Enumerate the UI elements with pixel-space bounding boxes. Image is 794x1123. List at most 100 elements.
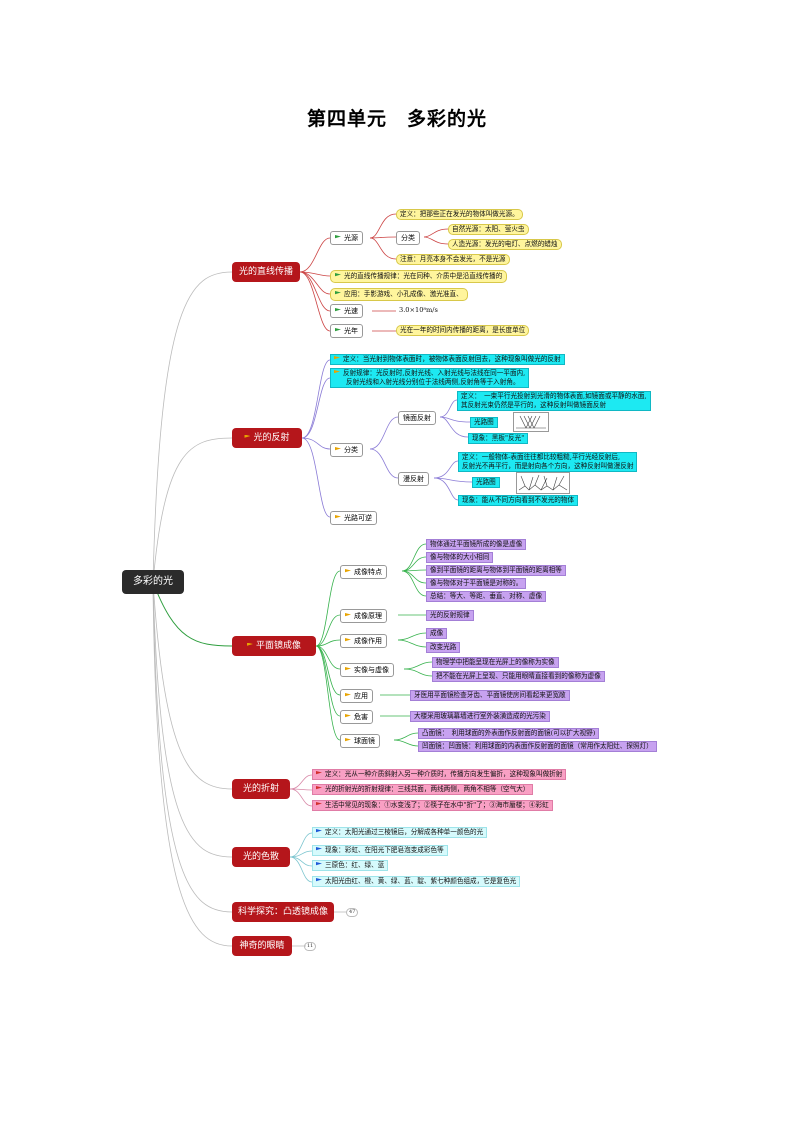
- feature-3: 像到平面镜的距离与物体到平面镜的距离相等: [426, 565, 566, 576]
- flag-icon: [335, 308, 341, 312]
- flag-icon: [244, 434, 251, 438]
- dispersion-definition: 定义：太阳光通过三棱镜后，分解成各种单一颜色的光: [312, 827, 488, 838]
- node-reversible-path-label: 光路可逆: [344, 514, 372, 522]
- specular-definition-line1: 定义： 一束平行光投射到光滑的物体表面,如镜面或平静的水面,: [461, 392, 647, 400]
- specular-reflection-diagram: [513, 412, 549, 432]
- node-real-virtual: 实像与虚像: [340, 663, 394, 677]
- page-title: 第四单元 多彩的光: [306, 108, 487, 130]
- flag-icon: [246, 642, 253, 646]
- feature-2: 像与物体的大小相同: [426, 552, 494, 563]
- refraction-definition-text: 定义：光从一种介质斜射入另一种介质时，传播方向发生偏折，这种现象叫做折射: [325, 770, 563, 778]
- node-light-source: 光源: [330, 231, 363, 245]
- refraction-law: 光的折射光的折射规律：三线共面，两线两侧，两角不相等（空气大）: [312, 784, 534, 795]
- specular-definition-line2: 其反射光束仍然是平行的，这种反射叫做镜面反射: [461, 401, 607, 409]
- collapsed-count-badge[interactable]: 47: [346, 908, 359, 917]
- node-image-principle: 成像原理: [340, 609, 387, 623]
- flag-icon: [316, 847, 322, 851]
- node-image-features-label: 成像特点: [354, 568, 382, 576]
- node-real-virtual-label: 实像与虚像: [354, 666, 389, 674]
- flag-icon: [335, 447, 341, 451]
- natural-light-source: 自然光源：太阳、萤火虫: [448, 224, 529, 235]
- diffuse-definition-line2: 反射光不再平行，而是射向各个方向，这种反射叫做漫反射: [462, 462, 634, 470]
- virtual-image-definition: 把不能在光屏上呈现、只能用眼睛直接看到的像称为虚像: [432, 671, 605, 682]
- node-image-features: 成像特点: [340, 565, 387, 579]
- node-mirror-application-label: 应用: [354, 692, 368, 700]
- flag-icon: [316, 771, 322, 775]
- reflection-law-line1: 反射规律：光反射时,反射光线、入射光线与法线在同一平面内,: [334, 369, 525, 378]
- branch-reflection-label: 光的反射: [253, 433, 290, 443]
- light-source-definition: 定义：把那些正在发光的物体叫做光源。: [396, 209, 523, 220]
- flag-icon: [316, 862, 322, 866]
- sunlight-composition: 太阳光由红、橙、黄、绿、蓝、靛、紫七种颜色组成，它是复色光: [312, 876, 521, 887]
- flag-icon: [345, 638, 351, 642]
- diffuse-definition: 定义：一般物体-表面往往都比较粗糙,平行光经反射后, 反射光不再平行，而是射向各…: [458, 452, 638, 472]
- node-spherical-mirror-label: 球面镜: [354, 737, 375, 745]
- reflection-law-line2: 反射光线和入射光线分别位于法线两侧,反射角等于入射角。: [346, 378, 520, 386]
- propagation-law: 光的直线传播规律：光在同种、介质中是沿直线传播的: [330, 270, 508, 283]
- primary-colors: 三原色：红、绿、蓝: [312, 860, 389, 871]
- diffuse-diagram-label: 光路图: [472, 477, 500, 488]
- effect-imaging: 成像: [426, 628, 448, 639]
- node-light-speed: 光速: [330, 304, 363, 318]
- dispersion-phenomenon-text: 现象：彩虹、在阳光下肥皂泡变成彩色等: [325, 846, 444, 854]
- branch-magic-eye: 神奇的眼睛: [232, 936, 292, 956]
- flag-icon: [316, 786, 322, 790]
- diffuse-phenomenon: 现象：能从不同方向看到不发光的物体: [458, 495, 579, 506]
- flag-icon: [335, 291, 341, 295]
- flag-icon: [345, 613, 351, 617]
- specular-diagram-label: 光路图: [470, 417, 498, 428]
- propagation-application: 应用：手影游戏、小孔成像、激光准直、: [330, 288, 468, 301]
- node-reflection-classify: 分类: [330, 443, 363, 457]
- flag-icon: [334, 356, 340, 360]
- flag-icon: [316, 878, 322, 882]
- branch-reflection: 光的反射: [232, 428, 302, 448]
- moon-note: 注意：月亮本身不会发光，不是光源: [396, 254, 510, 265]
- branch-dispersion: 光的色散: [232, 847, 290, 867]
- node-source-classify: 分类: [396, 231, 420, 245]
- node-mirror-application: 应用: [340, 689, 373, 703]
- propagation-application-text: 应用：手影游戏、小孔成像、激光准直、: [344, 290, 463, 298]
- node-light-speed-label: 光速: [344, 307, 358, 315]
- feature-4: 像与物体对于平面镜是对称的。: [426, 578, 527, 589]
- flag-icon: [335, 273, 341, 277]
- node-diffuse-reflection: 漫反射: [398, 472, 429, 486]
- refraction-life-examples: 生活中常见的现象：①水变浅了；②筷子在水中"折"了；③海市蜃楼；④彩虹: [312, 800, 553, 811]
- branch-convex-lens-inquiry: 科学探究：凸透镜成像: [232, 902, 334, 922]
- flag-icon: [345, 714, 351, 718]
- specular-phenomenon: 现象：黑板"反光": [468, 433, 529, 444]
- application-value: 牙医用平面镜检查牙齿、平面镜使房间看起来更宽敞: [410, 690, 570, 701]
- branch-refraction: 光的折射: [232, 779, 290, 799]
- collapsed-count-badge[interactable]: 11: [304, 942, 317, 951]
- flag-icon: [345, 667, 351, 671]
- diffuse-reflection-diagram: [516, 472, 570, 494]
- flag-icon: [316, 829, 322, 833]
- reflection-law-line1-text: 反射规律：光反射时,反射光线、入射光线与法线在同一平面内,: [343, 369, 526, 377]
- flag-icon: [345, 738, 351, 742]
- principle-value: 光的反射规律: [426, 610, 474, 621]
- flag-icon: [316, 802, 322, 806]
- reflection-definition: 定义：当光射到物体表面时，被物体表面反射回去，这种现象叫做光的反射: [330, 354, 565, 365]
- feature-summary: 总结：等大、等距、垂直、对称、虚像: [426, 591, 547, 602]
- refraction-life-examples-text: 生活中常见的现象：①水变浅了；②筷子在水中"折"了；③海市蜃楼；④彩虹: [325, 801, 549, 809]
- light-year-definition: 光在一年的时间内传播的距离，是长度单位: [396, 325, 530, 336]
- flag-icon: [345, 569, 351, 573]
- sunlight-composition-text: 太阳光由红、橙、黄、绿、蓝、靛、紫七种颜色组成，它是复色光: [325, 877, 517, 885]
- specular-definition: 定义： 一束平行光投射到光滑的物体表面,如镜面或平静的水面, 其反射光束仍然是平…: [457, 391, 651, 411]
- flag-icon: [335, 235, 341, 239]
- diffuse-definition-line1: 定义：一般物体-表面往往都比较粗糙,平行光经反射后,: [462, 453, 621, 461]
- convex-mirror: 凸面镜： 利用球面的外表面作反射面的面镜(可以扩大视野): [418, 728, 600, 739]
- node-light-year: 光年: [330, 324, 363, 338]
- reflection-definition-text: 定义：当光射到物体表面时，被物体表面反射回去，这种现象叫做光的反射: [343, 355, 561, 363]
- root-node: 多彩的光: [122, 570, 184, 594]
- dispersion-phenomenon: 现象：彩虹、在阳光下肥皂泡变成彩色等: [312, 845, 448, 856]
- propagation-law-text: 光的直线传播规律：光在同种、介质中是沿直线传播的: [344, 272, 503, 280]
- effect-change-path: 改变光路: [426, 642, 461, 653]
- node-reflection-classify-label: 分类: [344, 446, 358, 454]
- node-light-source-label: 光源: [344, 234, 358, 242]
- harm-value: 大楼采用玻璃幕墙进行室外装潢造成的光污染: [410, 711, 550, 722]
- concave-mirror: 凹面镜：凹面镜：利用球面的内表面作反射面的面镜（常用作太阳灶、探照灯）: [418, 741, 657, 752]
- node-image-effect: 成像作用: [340, 634, 387, 648]
- specular-diagram-graphic: [516, 415, 546, 429]
- node-specular-reflection: 镜面反射: [398, 411, 436, 425]
